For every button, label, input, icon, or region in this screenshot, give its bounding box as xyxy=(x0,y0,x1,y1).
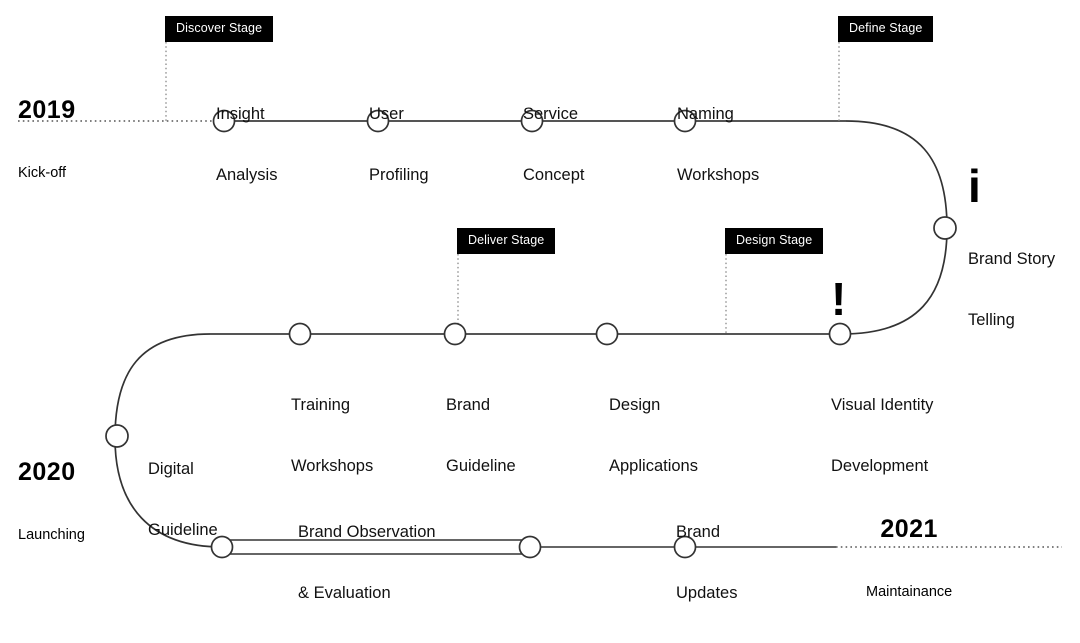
year-marker-2019: 2019 Kick-off xyxy=(18,56,76,221)
milestone-label-training-workshops: Training Workshops xyxy=(291,355,373,516)
right-u-turn-curve xyxy=(841,120,948,335)
milestone-user-profiling-line2: Profiling xyxy=(369,165,429,184)
stage-badge-deliver[interactable]: Deliver Stage xyxy=(457,228,556,254)
milestone-brand-observation-line2: & Evaluation xyxy=(298,583,391,602)
timeline-diagram: 2019 Kick-off 2020 Launching 2021 Mainta… xyxy=(18,16,1062,602)
milestone-brand-guideline-line1: Brand xyxy=(446,396,491,415)
year-2021-value: 2021 xyxy=(880,515,938,544)
milestone-brand-updates-line2: Updates xyxy=(676,583,738,602)
milestone-label-naming-workshops: Naming Workshops xyxy=(677,64,759,225)
node-training-workshops[interactable] xyxy=(288,322,312,346)
milestone-naming-workshops-line1: Naming xyxy=(677,105,734,124)
milestone-brand-story-telling-line1: Brand Story xyxy=(968,250,1056,269)
milestone-label-visual-identity-development: Visual Identity Development xyxy=(831,355,933,516)
milestone-naming-workshops-line2: Workshops xyxy=(677,165,760,184)
milestone-brand-observation-line1: Brand Observation xyxy=(298,523,436,542)
node-brand-guideline[interactable] xyxy=(443,322,467,346)
milestone-insight-analysis-line2: Analysis xyxy=(216,165,278,184)
milestone-label-insight-analysis: Insight Analysis xyxy=(216,64,277,225)
milestone-label-brand-guideline: Brand Guideline xyxy=(446,355,516,516)
exclamation-glyph: ! xyxy=(831,273,847,325)
milestone-insight-analysis-line1: Insight xyxy=(216,105,265,124)
year-marker-2020: 2020 Launching xyxy=(18,418,85,583)
year-2019-value: 2019 xyxy=(18,96,76,125)
node-visual-identity-development[interactable] xyxy=(828,322,852,346)
milestone-label-design-applications: Design Applications xyxy=(609,355,698,516)
milestone-label-digital-guideline: Digital Guideline xyxy=(148,419,218,580)
stage-badge-discover[interactable]: Discover Stage xyxy=(165,16,274,42)
year-2021-sub: Maintainance xyxy=(866,583,953,600)
year-2019-sub: Kick-off xyxy=(18,164,67,181)
milestone-digital-guideline-line2: Guideline xyxy=(148,520,218,539)
milestone-label-brand-story-telling: Brand Story Telling xyxy=(968,209,1055,370)
year-2020-value: 2020 xyxy=(18,458,76,487)
node-service-concept[interactable] xyxy=(520,109,544,133)
milestone-brand-updates-line1: Brand xyxy=(676,523,721,542)
node-brand-updates[interactable] xyxy=(673,535,697,559)
node-brand-story-telling[interactable] xyxy=(933,216,957,240)
milestone-label-service-concept: Service Concept xyxy=(523,64,584,225)
milestone-visual-identity-line2: Development xyxy=(831,456,929,475)
timeline-path-graphic xyxy=(18,42,1062,559)
milestone-brand-story-telling-line2: Telling xyxy=(968,310,1015,329)
milestone-training-workshops-line2: Workshops xyxy=(291,456,374,475)
milestone-service-concept-line1: Service xyxy=(523,105,579,124)
milestone-digital-guideline-line1: Digital xyxy=(148,460,194,479)
milestone-training-workshops-line1: Training xyxy=(291,396,350,415)
node-brand-observation-evaluation[interactable] xyxy=(518,535,542,559)
node-insight-analysis[interactable] xyxy=(212,109,236,133)
node-bottom-start[interactable] xyxy=(210,535,234,559)
info-glyph: i xyxy=(968,160,981,212)
milestone-visual-identity-line1: Visual Identity xyxy=(831,396,934,415)
milestone-design-applications-line2: Applications xyxy=(609,456,698,475)
node-digital-guideline[interactable] xyxy=(105,424,129,448)
milestone-label-user-profiling: User Profiling xyxy=(369,64,429,225)
milestone-service-concept-line2: Concept xyxy=(523,165,585,184)
milestone-design-applications-line1: Design xyxy=(609,396,661,415)
node-naming-workshops[interactable] xyxy=(673,109,697,133)
stage-badge-design[interactable]: Design Stage xyxy=(725,228,824,254)
milestone-label-brand-observation-evaluation: Brand Observation & Evaluation xyxy=(298,482,436,643)
milestone-label-brand-updates: Brand Updates xyxy=(676,482,737,643)
stage-badge-define[interactable]: Define Stage xyxy=(838,16,934,42)
node-user-profiling[interactable] xyxy=(366,109,390,133)
milestone-brand-guideline-line2: Guideline xyxy=(446,456,516,475)
year-2020-sub: Launching xyxy=(18,526,85,543)
node-design-applications[interactable] xyxy=(595,322,619,346)
milestone-user-profiling-line1: User xyxy=(369,105,404,124)
